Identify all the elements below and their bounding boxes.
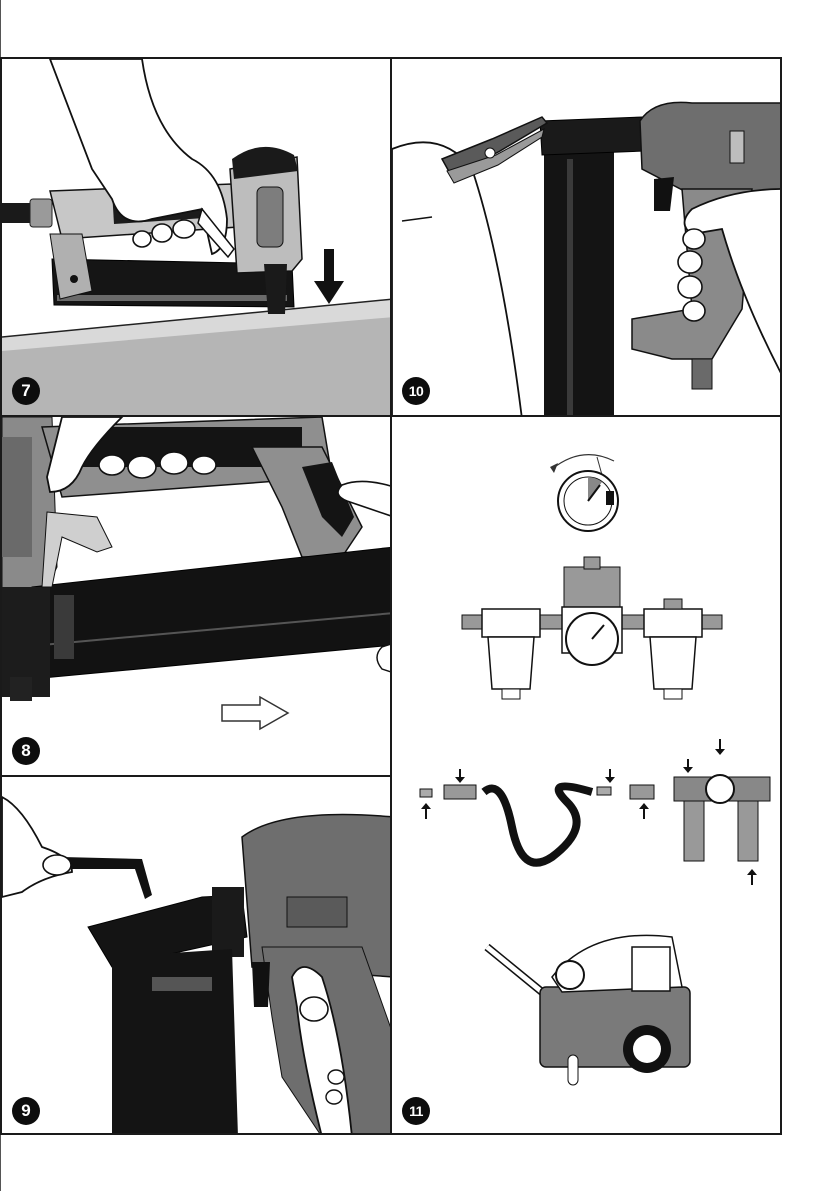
filter-regulator-lubricator-icon [462, 557, 722, 699]
step-9-badge: 9 [12, 1097, 40, 1125]
air-hose-fittings-icon [420, 739, 770, 885]
hex-key-icon [62, 857, 152, 899]
step-8-badge: 8 [12, 737, 40, 765]
panel-step-7: 7 [0, 57, 392, 417]
panel-step-11: 11 [390, 415, 782, 1135]
panel-step-8: 8 [0, 415, 392, 777]
step-10-badge: 10 [402, 377, 430, 405]
step-11-badge: 11 [402, 1097, 430, 1125]
step-7-badge: 7 [12, 377, 40, 405]
illustration-press-nailer [2, 59, 392, 417]
panel-step-9: 9 [0, 775, 392, 1135]
illustration-hex-key-adjust [2, 777, 392, 1135]
pliers-icon [442, 117, 547, 183]
illustration-pliers-clear-jam [392, 59, 782, 417]
illustration-slide-magazine [2, 417, 392, 777]
slide-right-arrow-icon [222, 697, 288, 729]
illustration-air-supply-setup [392, 417, 782, 1135]
air-compressor-icon [487, 935, 690, 1085]
press-down-arrow-icon [314, 249, 344, 304]
pressure-gauge-icon [550, 455, 618, 531]
panel-step-10: 10 [390, 57, 782, 417]
